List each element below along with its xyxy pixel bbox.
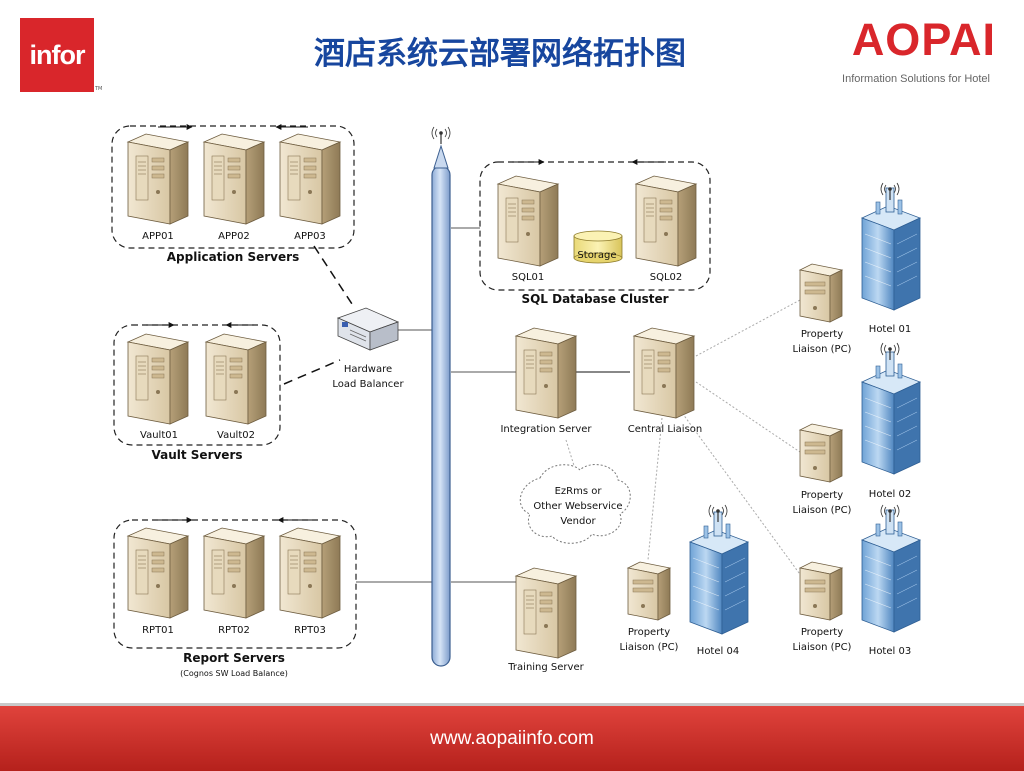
integration-server: Integration Server (500, 327, 592, 435)
property-liaison-pc-icon (799, 263, 843, 323)
property-liaison-pc-icon (799, 423, 843, 483)
sql-cluster-group: Storage SQL01 SQL02 SQL Database Cluster (479, 159, 711, 306)
vendor-cloud-line2: Other Webservice (533, 501, 622, 512)
property-liaison-line1: Property (801, 627, 843, 638)
vault01-label: Vault01 (140, 430, 178, 441)
property-liaison-line1: Property (801, 329, 843, 340)
antenna-icon (880, 342, 900, 361)
footer-bar (0, 703, 1024, 771)
report-servers-title: Report Servers (183, 651, 285, 665)
central-liaison-label: Central Liaison (628, 424, 703, 435)
antenna-icon (708, 504, 728, 523)
cloud-icon (519, 464, 631, 544)
rpt02-label: RPT02 (218, 625, 250, 636)
vendor-cloud: EzRms or Other Webservice Vendor (519, 464, 631, 544)
load-balancer-label-line1: Hardware (344, 364, 392, 375)
infor-trademark: TM (95, 86, 103, 92)
storage-label: Storage (577, 250, 616, 261)
vault02-label: Vault02 (217, 430, 255, 441)
property-liaison-line1: Property (628, 627, 670, 638)
antenna-icon (880, 182, 900, 201)
sql-cluster-title: SQL Database Cluster (521, 292, 668, 306)
vault01-server-icon (127, 333, 189, 425)
aopai-logo: AOPAI (851, 14, 996, 65)
app03-label: APP03 (294, 231, 326, 242)
hotel-03: Property Liaison (PC) Hotel 03 (793, 504, 921, 657)
training-server-icon (515, 567, 577, 659)
aopai-tagline: Information Solutions for Hotel (842, 73, 990, 85)
sql01-label: SQL01 (512, 272, 545, 283)
load-balancer: Hardware Load Balancer (332, 307, 404, 390)
central-liaison-server-icon (633, 327, 695, 419)
report-servers-subtitle: (Cognos SW Load Balance) (180, 669, 288, 678)
network-bus (431, 126, 451, 667)
infor-logo: infor (20, 18, 94, 92)
property-liaison-pc-icon (627, 561, 671, 621)
application-servers-group: APP01 APP02 APP03 Application Servers (111, 124, 355, 264)
sql02-server-icon (635, 175, 697, 267)
vault-servers-title: Vault Servers (151, 448, 242, 462)
training-server-label: Training Server (507, 662, 584, 673)
property-liaison-pc-icon (799, 561, 843, 621)
rpt02-server-icon (203, 527, 265, 619)
central-liaison: Central Liaison (628, 327, 703, 435)
hotel-building-icon (861, 351, 921, 475)
integration-server-icon (515, 327, 577, 419)
sql01-server-icon (497, 175, 559, 267)
page-title: 酒店系统云部署网络拓扑图 (314, 36, 686, 72)
topology-diagram: APP01 APP02 APP03 Application Servers Va… (111, 124, 921, 678)
property-liaison-line2: Liaison (PC) (793, 505, 852, 516)
hotel-building-icon (861, 509, 921, 633)
hotel-02-label: Hotel 02 (869, 489, 911, 500)
app01-label: APP01 (142, 231, 174, 242)
footer-url[interactable]: www.aopaiinfo.com (430, 728, 594, 749)
training-server: Training Server (507, 567, 585, 673)
vault02-server-icon (205, 333, 267, 425)
rpt03-label: RPT03 (294, 625, 326, 636)
report-servers-group: RPT01 RPT02 RPT03 Report Servers (Cognos… (113, 517, 357, 678)
antenna-icon (880, 504, 900, 523)
app01-server-icon (127, 133, 189, 225)
app02-label: APP02 (218, 231, 250, 242)
vendor-cloud-line1: EzRms or (555, 486, 603, 497)
rpt03-server-icon (279, 527, 341, 619)
hotel-building-icon (689, 511, 749, 635)
vendor-cloud-line3: Vendor (560, 516, 596, 527)
hotel-01: Property Liaison (PC) Hotel 01 (793, 182, 921, 355)
hotel-02: Property Liaison (PC) Hotel 02 (793, 342, 921, 516)
application-servers-title: Application Servers (167, 250, 299, 264)
connections (283, 227, 811, 589)
load-balancer-label-line2: Load Balancer (332, 379, 404, 390)
property-liaison-line2: Liaison (PC) (793, 642, 852, 653)
storage-icon (573, 230, 623, 264)
property-liaison-line2: Liaison (PC) (793, 344, 852, 355)
rpt01-server-icon (127, 527, 189, 619)
app02-server-icon (203, 133, 265, 225)
app03-server-icon (279, 133, 341, 225)
property-liaison-line2: Liaison (PC) (620, 642, 679, 653)
vault-servers-group: Vault01 Vault02 Vault Servers (113, 322, 281, 462)
hotel-03-label: Hotel 03 (869, 646, 911, 657)
property-liaison-line1: Property (801, 490, 843, 501)
hotel-04: Property Liaison (PC) Hotel 04 (620, 504, 749, 657)
integration-server-label: Integration Server (500, 424, 592, 435)
hotel-01-label: Hotel 01 (869, 324, 911, 335)
sql02-label: SQL02 (650, 272, 683, 283)
hotel-04-label: Hotel 04 (697, 646, 739, 657)
hotel-building-icon (861, 187, 921, 311)
rpt01-label: RPT01 (142, 625, 174, 636)
